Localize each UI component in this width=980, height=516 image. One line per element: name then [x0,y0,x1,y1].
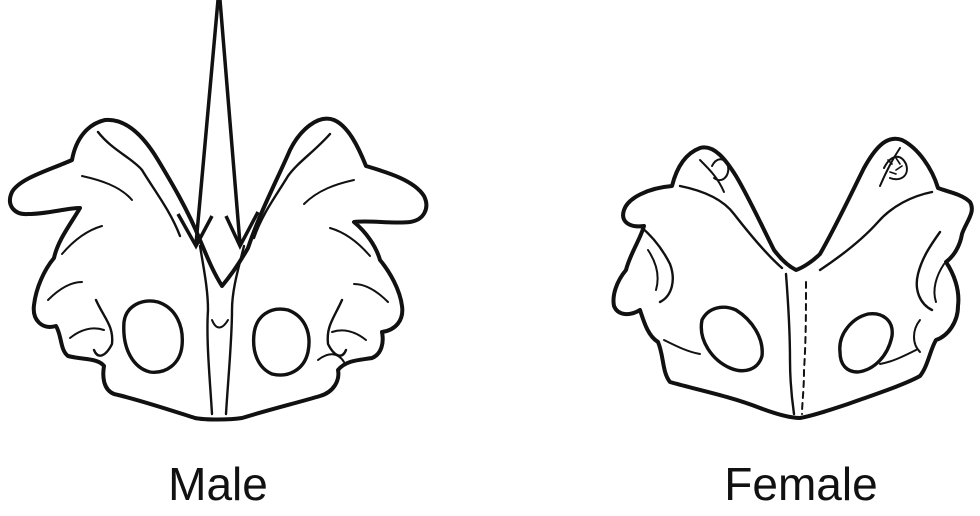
male-right-obturator-foramen [254,309,309,375]
male-left-obturator-foramen [124,301,183,372]
female-label: Female [691,458,911,510]
subpubic-angle-arrows [178,0,258,246]
male-pelvis-drawing [10,119,426,420]
arrow-right [220,0,240,244]
female-left-obturator-foramen [701,307,762,370]
arrow-left [196,0,218,244]
female-pelvis-drawing [614,139,972,418]
male-pelvis-outline [10,119,426,420]
male-label: Male [108,458,328,510]
